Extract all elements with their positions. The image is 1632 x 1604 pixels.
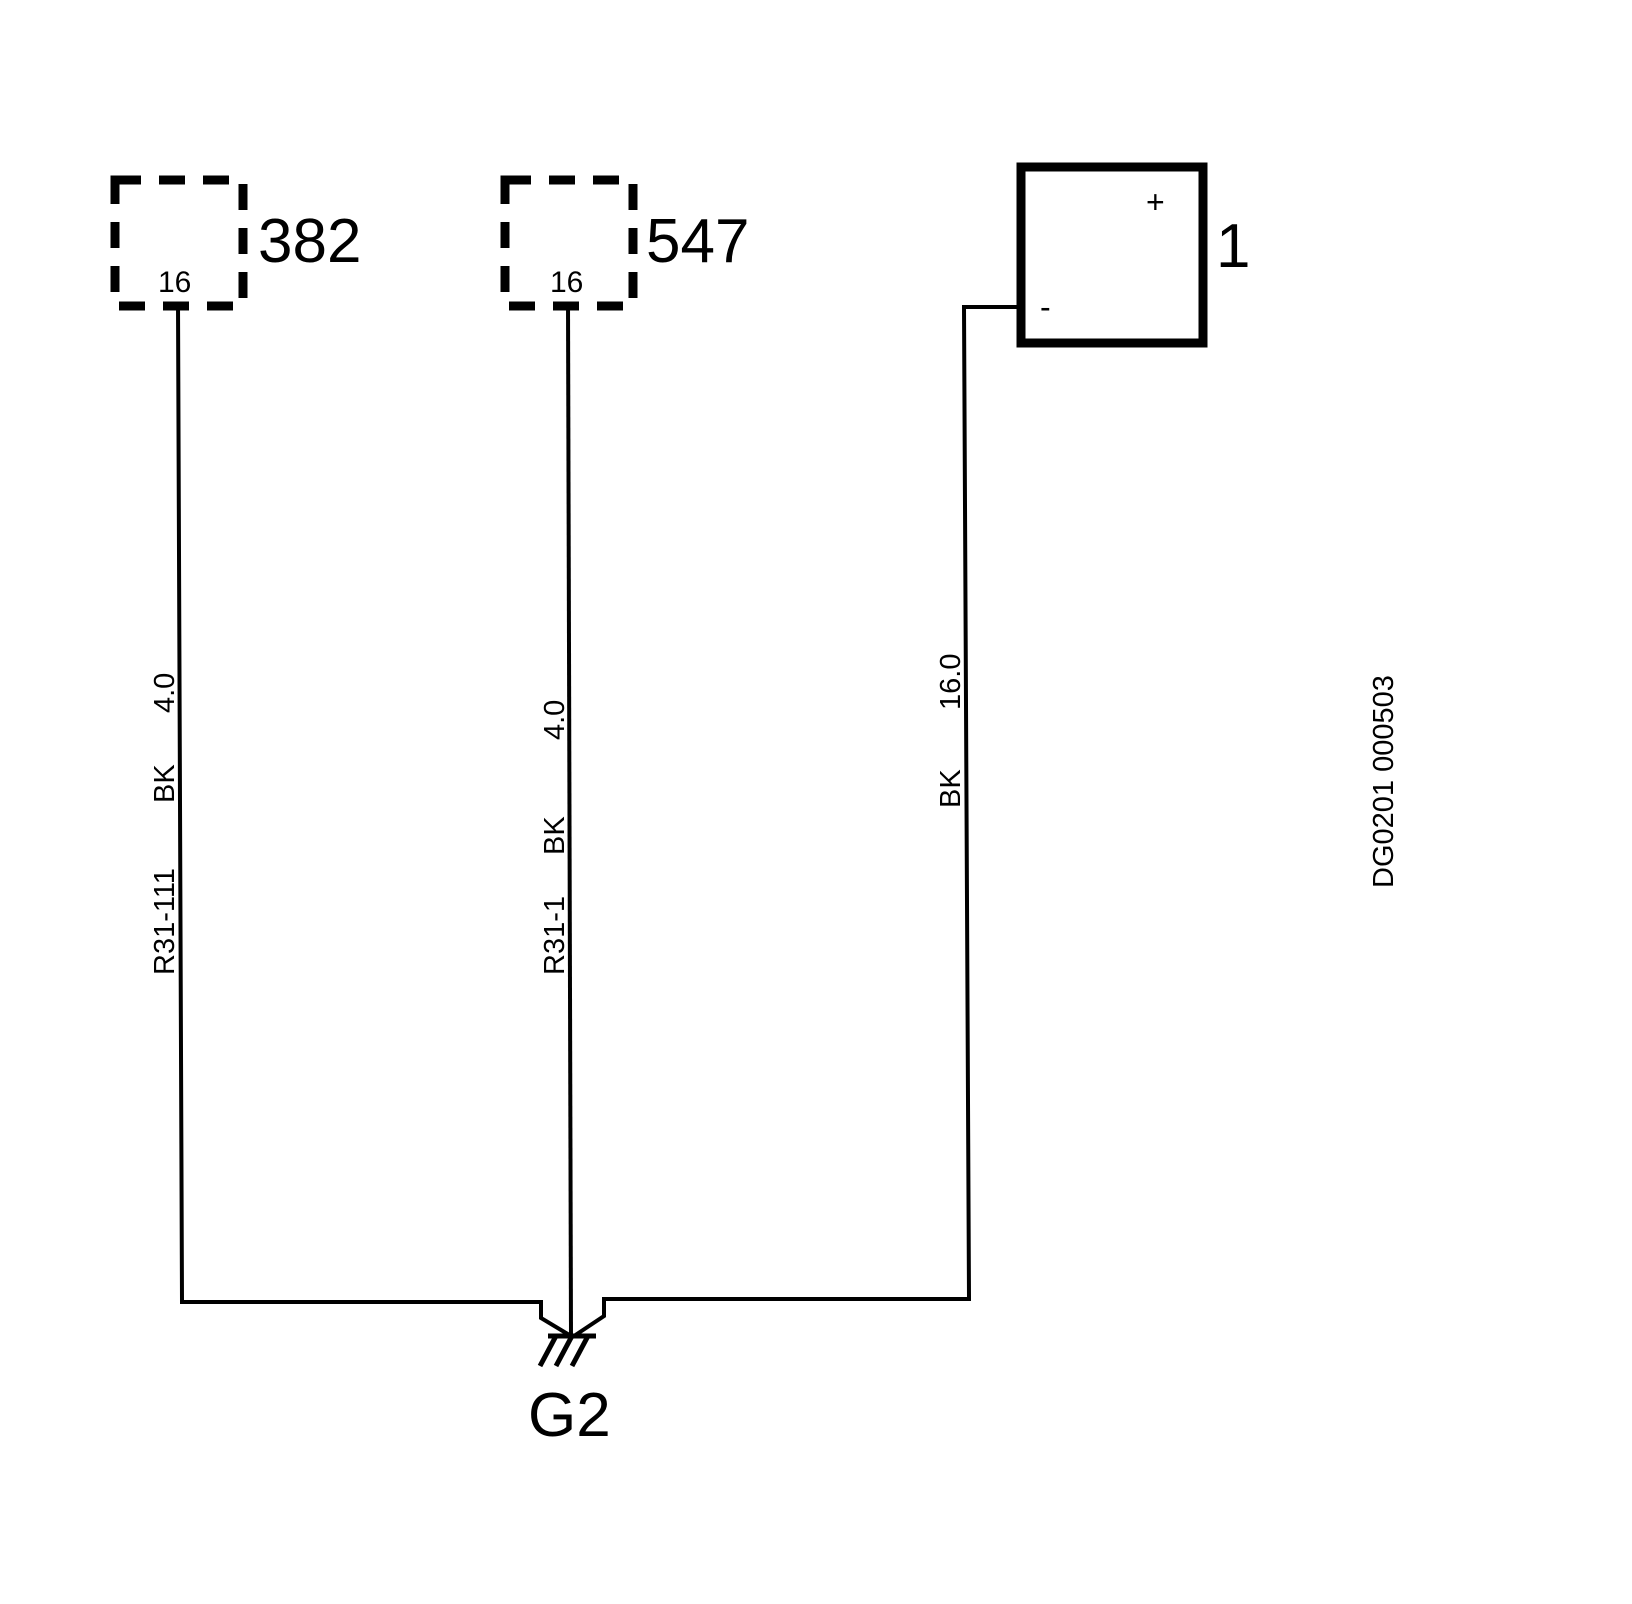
wire-bk-16[interactable]: BK 16.0 [572, 305, 1021, 1338]
component-382-pin: 16 [158, 266, 191, 299]
wire-r31-111-color: BK [149, 764, 181, 803]
wire-r31-1[interactable]: R31-1 BK 4.0 [539, 302, 573, 1337]
wire-r31-1-id: R31-1 [539, 896, 571, 975]
battery-box [1016, 162, 1208, 348]
wire-bk-16-label: BK 16.0 [935, 654, 967, 808]
battery-plus-terminal: + [1146, 184, 1165, 220]
component-1-battery[interactable]: 1 + - [1016, 162, 1250, 348]
component-547[interactable]: 547 16 [500, 175, 749, 311]
battery-number: 1 [1216, 212, 1250, 281]
wire-r31-111-label: R31-111 BK 4.0 [149, 673, 181, 975]
component-547-pin: 16 [550, 266, 583, 299]
wire-r31-1-size: 4.0 [539, 700, 571, 740]
wire-r31-111-size: 4.0 [149, 673, 181, 713]
component-382[interactable]: 382 16 [110, 175, 361, 311]
wire-bk-16-path [572, 305, 1021, 1338]
component-382-number: 382 [258, 207, 361, 276]
wire-r31-111-path [176, 302, 573, 1338]
wire-bk-16-size: 16.0 [935, 654, 967, 710]
component-547-number: 547 [646, 207, 749, 276]
wire-r31-111[interactable]: R31-111 BK 4.0 [149, 302, 573, 1338]
ground-label: G2 [528, 1381, 611, 1450]
wire-bk-16-color: BK [935, 769, 967, 808]
battery-minus-terminal: - [1040, 289, 1051, 325]
wire-r31-111-id: R31-111 [149, 868, 181, 975]
wire-r31-1-color: BK [539, 816, 571, 855]
drawing-reference: DG0201 000503 [1368, 675, 1400, 888]
wire-r31-1-label: R31-1 BK 4.0 [539, 700, 571, 975]
ground-symbol-icon [537, 1333, 596, 1368]
ground-g2[interactable]: G2 [528, 1333, 611, 1450]
wire-r31-1-path [566, 302, 573, 1337]
